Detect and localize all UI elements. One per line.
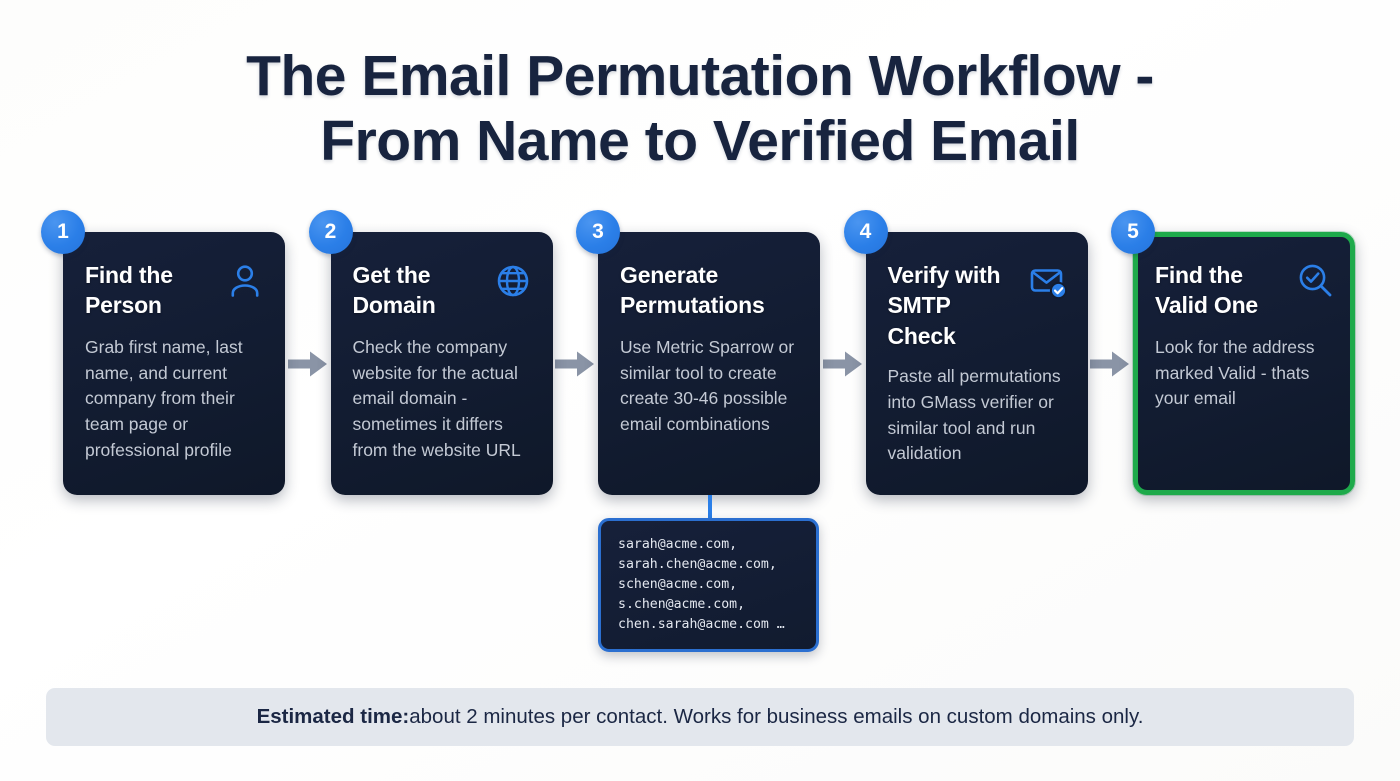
step-card-5[interactable]: Find the Valid One Look for the address … bbox=[1133, 232, 1355, 495]
step-title-4: Verify with SMTP Check bbox=[887, 262, 1001, 349]
step-card-header-5: Find the Valid One bbox=[1155, 260, 1335, 322]
email-permutation-line: sarah@acme.com, bbox=[618, 537, 738, 552]
email-permutation-line: sarah.chen@acme.com, bbox=[618, 557, 777, 573]
globe-icon bbox=[493, 261, 533, 301]
step-card-2[interactable]: Get the Domain Check the company website… bbox=[330, 232, 553, 495]
callout-connector-line bbox=[708, 495, 712, 518]
step-title-5: Find the Valid One bbox=[1155, 262, 1259, 319]
email-permutation-line: schen@acme.com, bbox=[618, 577, 738, 593]
step-title-1: Find the Person bbox=[85, 262, 173, 319]
step-title-2: Get the Domain bbox=[352, 262, 436, 319]
envelope-check-icon bbox=[1028, 261, 1068, 301]
workflow-steps: 1 Find the Person Grab first name, last … bbox=[41, 210, 1355, 495]
magnifier-check-icon bbox=[1295, 261, 1335, 301]
page-title: The Email Permutation Workflow - From Na… bbox=[0, 0, 1400, 174]
step-title-3: Generate Permutations bbox=[620, 262, 765, 319]
person-icon bbox=[225, 261, 265, 301]
step-body-1: Grab first name, last name, and current … bbox=[85, 337, 243, 460]
step-number-badge-3: 3 bbox=[576, 210, 620, 254]
footer-note: Estimated time: about 2 minutes per cont… bbox=[46, 688, 1354, 746]
email-permutations-callout: sarah@acme.com, sarah.chen@acme.com, sch… bbox=[598, 518, 819, 653]
step-number-badge-5: 5 bbox=[1111, 210, 1155, 254]
step-card-3[interactable]: Generate Permutations Use Metric Sparrow… bbox=[598, 232, 820, 495]
step-number-badge-2: 2 bbox=[308, 210, 353, 254]
step-2: 2 Get the Domain Check the company websi… bbox=[308, 210, 553, 495]
step-number-badge-4: 4 bbox=[843, 210, 888, 254]
step-4: 4 Verify with SMTP Check Paste all permu… bbox=[843, 210, 1088, 495]
step-card-4[interactable]: Verify with SMTP Check Paste all permuta… bbox=[865, 232, 1088, 495]
step-body-3: Use Metric Sparrow or similar tool to cr… bbox=[620, 337, 795, 435]
arrow-connector-2-3 bbox=[553, 232, 599, 495]
step-body-5: Look for the address marked Valid - that… bbox=[1155, 337, 1315, 409]
step-1: 1 Find the Person Grab first name, last … bbox=[41, 210, 285, 495]
step-5: 5 Find the Valid One Look for the addres… bbox=[1111, 210, 1355, 495]
step-card-1[interactable]: Find the Person Grab first name, last na… bbox=[63, 232, 285, 495]
step-card-header-1: Find the Person bbox=[85, 260, 265, 322]
step-card-header-4: Verify with SMTP Check bbox=[888, 260, 1068, 351]
step-body-2: Check the company website for the actual… bbox=[352, 337, 521, 460]
email-permutation-line: s.chen@acme.com, bbox=[618, 597, 746, 613]
footer-note-label: Estimated time: bbox=[256, 705, 410, 728]
arrow-connector-1-2 bbox=[285, 232, 331, 495]
arrow-connector-3-4 bbox=[820, 232, 866, 495]
step-body-4: Paste all permutations into GMass verifi… bbox=[887, 366, 1061, 464]
footer-note-text: about 2 minutes per contact. Works for b… bbox=[409, 705, 1144, 728]
page-title-line-1: The Email Permutation Workflow - bbox=[246, 44, 1154, 108]
arrow-connector-4-5 bbox=[1088, 232, 1134, 495]
step-card-header-3: Generate Permutations bbox=[620, 260, 800, 322]
step-card-header-2: Get the Domain bbox=[353, 260, 533, 322]
step-number-badge-1: 1 bbox=[41, 210, 85, 254]
step-3: 3 Generate Permutations Use Metric Sparr… bbox=[576, 210, 820, 495]
email-permutation-line: chen.sarah@acme.com … bbox=[618, 617, 785, 633]
page-title-line-2: From Name to Verified Email bbox=[320, 108, 1080, 173]
